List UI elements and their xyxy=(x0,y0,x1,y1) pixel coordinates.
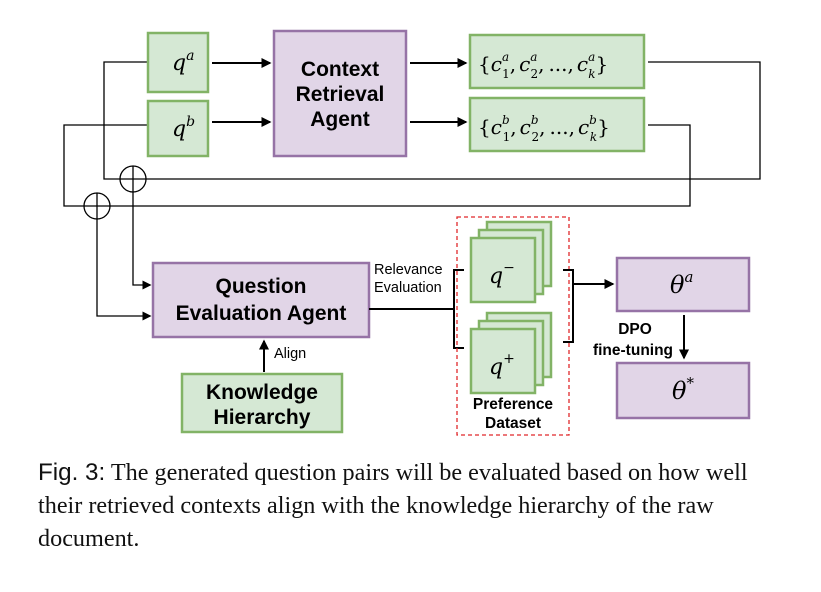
dpo-label: DPO xyxy=(618,321,652,338)
svg-text:q−: q− xyxy=(489,260,515,289)
svg-text:θa: θa xyxy=(670,268,693,299)
question-evaluation-agent-box: Question Evaluation Agent xyxy=(151,261,371,339)
fine-tuning-label: fine-tuning xyxy=(593,342,673,359)
context-retrieval-agent-box: Context Retrieval Agent xyxy=(272,29,408,158)
plus-circle-icon-outer xyxy=(119,165,147,193)
svg-text:qa: qa xyxy=(172,48,194,76)
svg-text:Hierarchy: Hierarchy xyxy=(214,406,311,429)
q-plus-stack: q+ xyxy=(469,311,553,395)
svg-text:{cb1,cb2,...,cbk}: {cb1,cb2,...,cbk} xyxy=(478,113,610,144)
caption-text: The generated question pairs will be eva… xyxy=(38,459,748,552)
node-qa: qa xyxy=(146,31,210,94)
svg-text:Knowledge: Knowledge xyxy=(206,381,318,404)
figure-caption: Fig. 3: The generated question pairs wil… xyxy=(38,456,790,555)
svg-text:Agent: Agent xyxy=(310,108,370,131)
figure-number: Fig. 3: xyxy=(38,459,106,486)
q-minus-stack: q− xyxy=(469,220,553,304)
svg-text:Question: Question xyxy=(215,275,306,298)
node-qb: qb xyxy=(146,99,210,158)
feedback-connectors xyxy=(63,61,761,321)
knowledge-hierarchy-box: Knowledge Hierarchy xyxy=(180,372,344,434)
theta-a-box: θa xyxy=(615,256,751,313)
svg-text:Context: Context xyxy=(301,58,379,81)
evaluation-label: Evaluation xyxy=(374,280,442,296)
svg-text:qb: qb xyxy=(172,114,195,142)
theta-star-box: θ* xyxy=(615,361,751,420)
svg-text:{ca1,ca2,...,cak}: {ca1,ca2,...,cak} xyxy=(478,50,608,81)
svg-text:Evaluation Agent: Evaluation Agent xyxy=(176,302,347,325)
dataset-label: Dataset xyxy=(485,415,541,432)
preference-dataset-region xyxy=(456,216,570,436)
svg-text:θ*: θ* xyxy=(672,374,694,405)
preference-label: Preference xyxy=(473,396,554,413)
svg-text:Retrieval: Retrieval xyxy=(296,83,385,106)
plus-circle-icon-inner xyxy=(83,192,111,220)
relevance-label: Relevance xyxy=(374,262,443,278)
align-label: Align xyxy=(274,346,306,362)
svg-text:q+: q+ xyxy=(489,351,515,380)
